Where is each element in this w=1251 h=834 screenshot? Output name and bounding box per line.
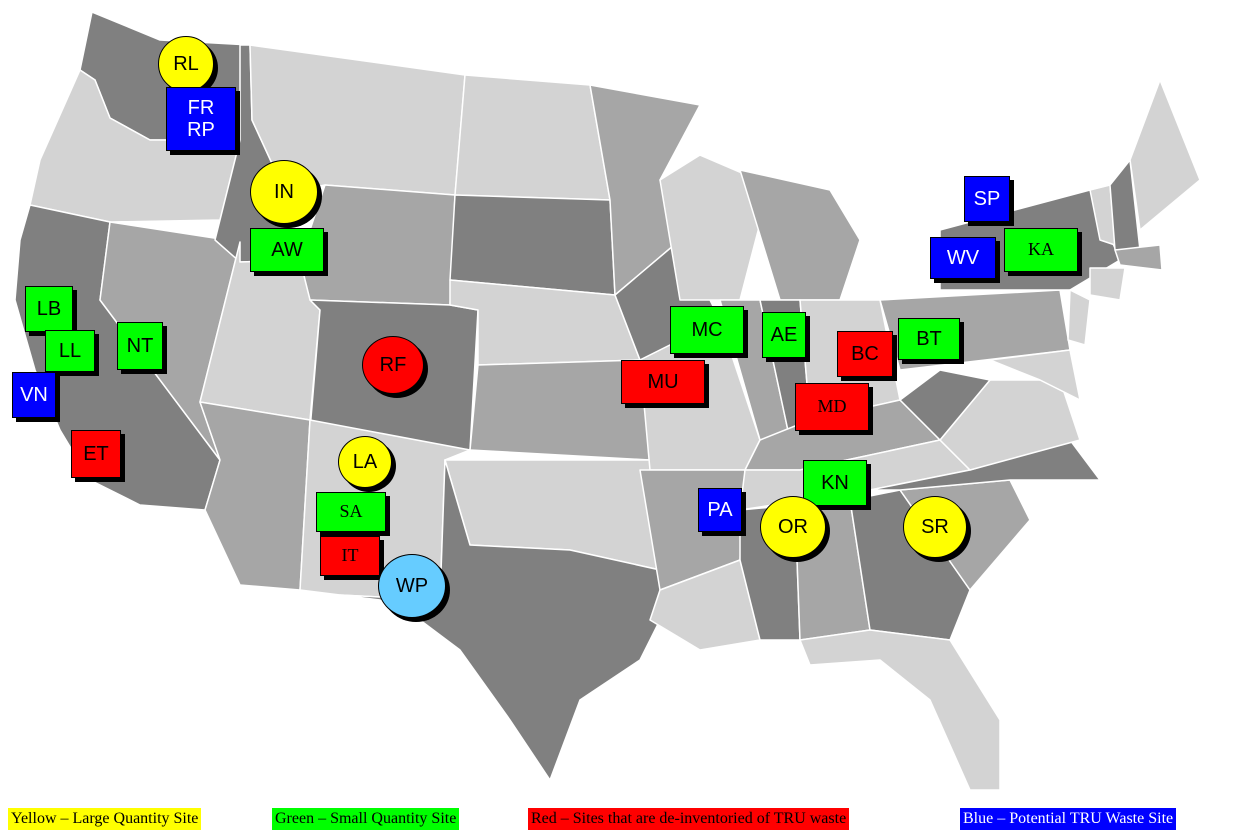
site-sr[interactable]: SR [903, 496, 967, 558]
legend-deinventoried: Red – Sites that are de-inventoried of T… [528, 808, 850, 830]
legend-large-quantity: Yellow – Large Quantity Site [8, 808, 202, 830]
legend-small-quantity: Green – Small Quantity Site [272, 808, 460, 830]
state-new-jersey [1067, 289, 1091, 346]
state-west-virginia [899, 369, 991, 441]
state-michigan [739, 169, 861, 301]
site-rf[interactable]: RF [362, 336, 424, 394]
site-wv[interactable]: WV [930, 237, 996, 279]
site-it[interactable]: IT [320, 536, 380, 576]
site-ae[interactable]: AE [762, 312, 806, 358]
site-kn[interactable]: KN [803, 460, 867, 506]
state-south-dakota [449, 194, 616, 296]
site-ll[interactable]: LL [45, 330, 95, 372]
legend-potential: Blue – Potential TRU Waste Site [960, 808, 1177, 830]
state-wisconsin [659, 154, 771, 301]
state-connecticut [1089, 267, 1126, 301]
state-massachusetts [1114, 244, 1163, 271]
state-georgia [849, 489, 971, 641]
site-lb[interactable]: LB [25, 286, 73, 332]
site-vn[interactable]: VN [12, 372, 56, 418]
state-arizona [199, 401, 311, 591]
state-florida [799, 629, 1001, 791]
state-maine [1129, 79, 1201, 231]
site-sp[interactable]: SP [964, 176, 1010, 222]
site-bc[interactable]: BC [837, 331, 893, 377]
site-mu[interactable]: MU [621, 360, 705, 404]
site-sa[interactable]: SA [316, 492, 386, 532]
site-fr-rp[interactable]: FR RP [166, 87, 236, 151]
state-louisiana [649, 559, 761, 651]
site-in[interactable]: IN [250, 160, 318, 224]
site-rl[interactable]: RL [158, 36, 214, 92]
site-or[interactable]: OR [760, 496, 826, 558]
site-et[interactable]: ET [71, 430, 121, 478]
site-wp[interactable]: WP [378, 554, 446, 618]
state-texas [339, 459, 666, 781]
state-north-dakota [454, 74, 611, 201]
site-bt[interactable]: BT [898, 318, 960, 360]
site-pa[interactable]: PA [698, 488, 742, 532]
site-nt[interactable]: NT [117, 322, 163, 370]
site-mc[interactable]: MC [670, 306, 744, 354]
site-aw[interactable]: AW [250, 228, 324, 272]
site-md[interactable]: MD [795, 383, 869, 431]
site-la[interactable]: LA [338, 436, 392, 488]
state-maryland [989, 349, 1081, 401]
site-ka[interactable]: KA [1004, 228, 1078, 272]
